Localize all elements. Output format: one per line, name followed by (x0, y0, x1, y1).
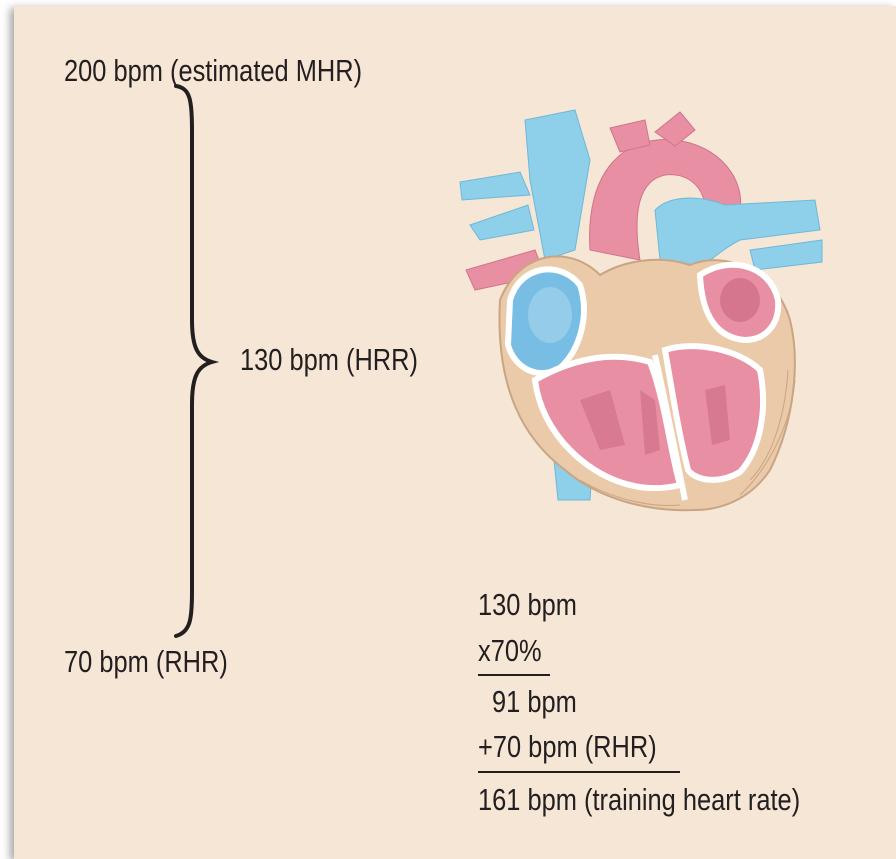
curly-brace (160, 80, 230, 650)
calc-divider-1 (478, 674, 550, 676)
calc-intensity-percent: x70% (478, 635, 542, 666)
resting-heart-rate-label: 70 bpm (RHR) (64, 646, 228, 677)
calc-hrr-value: 130 bpm (478, 589, 577, 620)
calc-intermediate-result: 91 bpm (492, 686, 577, 717)
calc-add-resting-rate: +70 bpm (RHR) (478, 731, 657, 762)
heart-anatomy-illustration (450, 100, 830, 530)
heart-rate-reserve-label: 130 bpm (HRR) (240, 344, 418, 375)
calc-training-heart-rate: 161 bpm (training heart rate) (478, 784, 800, 815)
calc-divider-2 (478, 771, 680, 773)
heart-body (499, 256, 795, 510)
